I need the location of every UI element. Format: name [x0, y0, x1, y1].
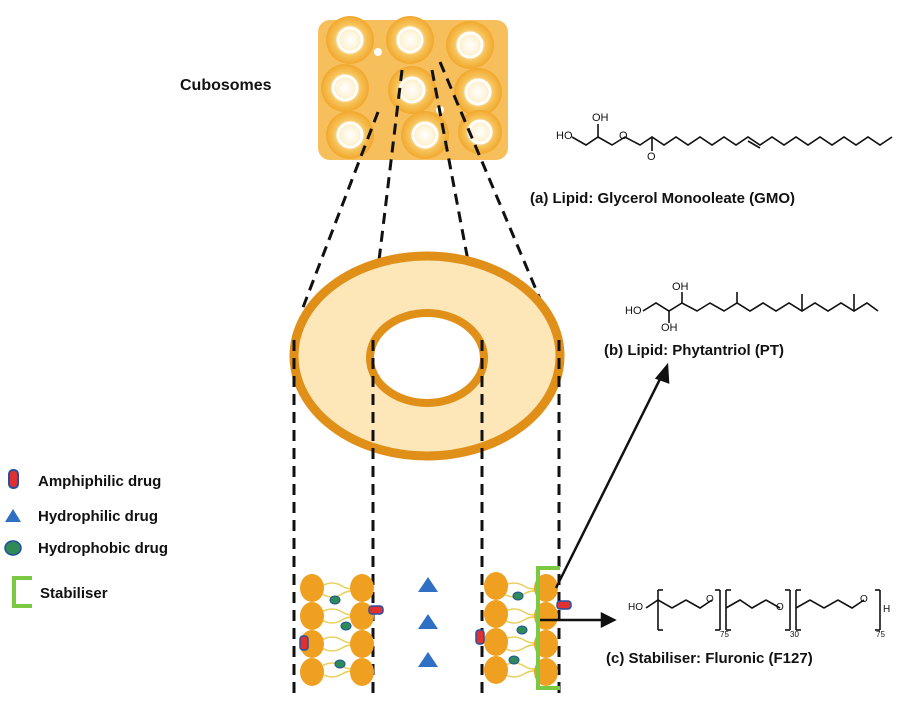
- gmo-caption: (a) Lipid: Glycerol Monooleate (GMO): [530, 190, 796, 207]
- hydrophilic-drugs: [418, 577, 438, 667]
- pt-caption: (b) Lipid: Phytantriol (PT): [604, 342, 784, 359]
- zoom-lines-lower: [292, 340, 561, 700]
- gmo-structure: [571, 124, 893, 151]
- legend-amphiphilic-label: Amphiphilic drug: [38, 473, 162, 490]
- hydrophobic-drugs: [329, 595, 352, 669]
- amphiphilic-drug-icon: [8, 469, 19, 489]
- cubosome-lattice: [318, 16, 508, 160]
- f127-atom-o3: O: [860, 594, 868, 605]
- gmo-atom-oh: OH: [592, 112, 609, 124]
- pt-atom-ho: HO: [625, 305, 642, 317]
- left-lipid-bilayer: [299, 574, 384, 686]
- f127-atom-o1: O: [706, 594, 714, 605]
- cubosome-cells: [321, 16, 502, 159]
- legend-icons: [4, 469, 32, 608]
- amphiphilic-drugs-right: [475, 600, 572, 645]
- gmo-atom-carbonyl-o: O: [647, 151, 656, 163]
- pt-atom-oh-bottom: OH: [661, 322, 678, 334]
- cubosomes-label: Cubosomes: [180, 77, 272, 94]
- stabiliser-icon: [12, 576, 32, 608]
- hydrophilic-drug-icon: [5, 509, 21, 522]
- pt-atom-oh-top: OH: [672, 281, 689, 293]
- legend-hydrophilic-label: Hydrophilic drug: [38, 508, 158, 525]
- lipid-heads: [300, 574, 374, 686]
- f127-atom-h: H: [883, 604, 891, 615]
- hydrophobic-drugs-right: [508, 591, 528, 665]
- f127-atom-o2: O: [776, 602, 784, 613]
- right-lipid-bilayer: [475, 566, 572, 690]
- f127-structure: [645, 589, 881, 631]
- legend-stabiliser-label: Stabiliser: [40, 585, 108, 602]
- f127-atom-ho: HO: [628, 602, 643, 613]
- f127-subscript-1: 75: [720, 630, 729, 639]
- bilayer-ring: [289, 251, 565, 461]
- amphiphilic-drugs: [299, 605, 384, 651]
- f127-caption: (c) Stabiliser: Fluronic (F127): [606, 650, 813, 667]
- stabiliser-bracket: [536, 566, 560, 690]
- f127-subscript-2: 30: [790, 630, 799, 639]
- gmo-atom-ho: HO: [556, 130, 573, 142]
- f127-subscript-3: 75: [876, 630, 885, 639]
- legend-hydrophobic-label: Hydrophobic drug: [38, 540, 168, 557]
- hydrophobic-drug-icon: [4, 540, 22, 556]
- pt-structure: [642, 292, 879, 323]
- arrows: [540, 362, 670, 629]
- gmo-atom-o: O: [619, 130, 628, 142]
